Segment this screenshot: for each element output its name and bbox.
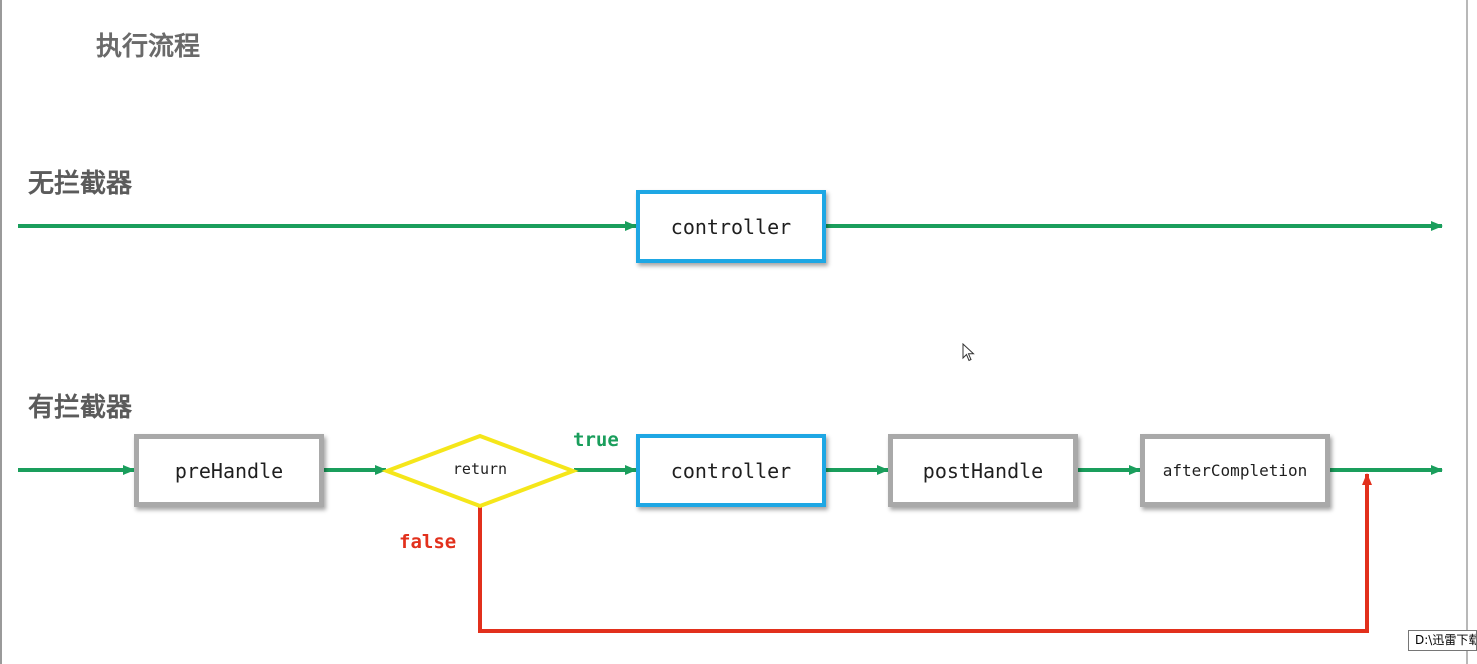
prehandle-box: preHandle [134,434,324,507]
controller-label: controller [670,458,792,483]
prehandle-label: preHandle [174,458,284,483]
path-tooltip: D:\迅雷下载 [1408,630,1477,651]
controller-label: controller [670,214,792,239]
controller-box-without-interceptor: controller [636,190,826,263]
posthandle-label: postHandle [922,458,1044,483]
page-title: 执行流程 [96,32,201,62]
window-left-border [0,0,2,664]
false-branch-label: false [399,531,457,553]
aftercompletion-box: afterCompletion [1140,434,1330,507]
true-branch-label: true [573,429,619,451]
posthandle-box: postHandle [888,434,1078,507]
section-heading-with-interceptor: 有拦截器 [28,393,133,423]
section-heading-without-interceptor: 无拦截器 [28,169,133,199]
mouse-pointer-icon [962,343,975,362]
edge-false-branch [478,473,1372,633]
controller-box-with-interceptor: controller [636,434,826,507]
decision-diamond [381,433,579,509]
window-right-border [1466,0,1468,664]
aftercompletion-label: afterCompletion [1162,461,1308,480]
decision-label: return [452,460,508,478]
